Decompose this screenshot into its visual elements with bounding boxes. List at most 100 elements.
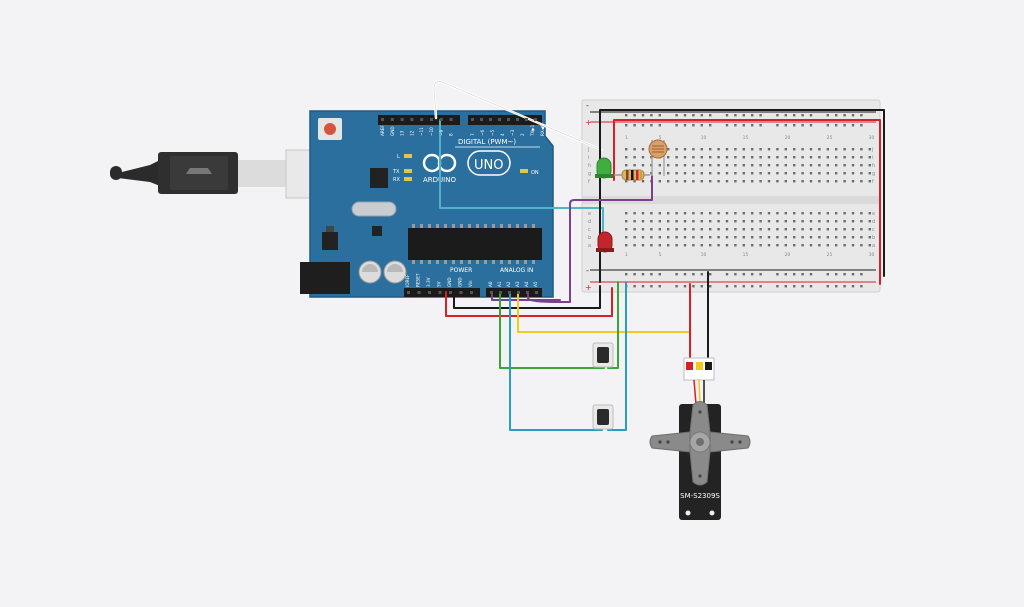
breadboard-hole[interactable] xyxy=(675,228,678,231)
breadboard-hole[interactable] xyxy=(793,114,796,117)
header-pin[interactable] xyxy=(516,118,519,121)
breadboard-hole[interactable] xyxy=(692,156,695,159)
breadboard-hole[interactable] xyxy=(759,114,762,117)
breadboard-hole[interactable] xyxy=(809,164,813,167)
header-pin[interactable] xyxy=(410,118,414,121)
breadboard-hole[interactable] xyxy=(625,180,628,183)
breadboard-hole[interactable] xyxy=(784,212,787,215)
breadboard-hole[interactable] xyxy=(641,180,645,183)
breadboard-hole[interactable] xyxy=(742,228,745,231)
breadboard-hole[interactable] xyxy=(801,180,804,183)
breadboard-hole[interactable] xyxy=(700,220,703,223)
breadboard-hole[interactable] xyxy=(667,244,670,247)
breadboard-hole[interactable] xyxy=(700,236,703,239)
breadboard-hole[interactable] xyxy=(751,228,754,231)
breadboard-hole[interactable] xyxy=(734,148,737,151)
push-button-1[interactable] xyxy=(592,342,614,368)
breadboard-hole[interactable] xyxy=(675,212,678,215)
breadboard-hole[interactable] xyxy=(683,124,687,127)
breadboard-hole[interactable] xyxy=(633,164,636,167)
breadboard-hole[interactable] xyxy=(826,273,829,276)
breadboard-hole[interactable] xyxy=(717,148,720,151)
breadboard-hole[interactable] xyxy=(843,172,846,175)
breadboard-hole[interactable] xyxy=(801,285,804,288)
breadboard-hole[interactable] xyxy=(633,273,636,276)
breadboard-hole[interactable] xyxy=(709,156,712,159)
breadboard-hole[interactable] xyxy=(742,236,745,239)
breadboard-hole[interactable] xyxy=(868,236,871,239)
breadboard-hole[interactable] xyxy=(784,273,787,276)
breadboard-hole[interactable] xyxy=(851,124,855,127)
breadboard-hole[interactable] xyxy=(641,114,645,117)
breadboard-hole[interactable] xyxy=(692,236,695,239)
breadboard-hole[interactable] xyxy=(835,273,838,276)
breadboard-hole[interactable] xyxy=(725,273,729,276)
breadboard-hole[interactable] xyxy=(784,114,787,117)
breadboard-hole[interactable] xyxy=(633,220,636,223)
breadboard-hole[interactable] xyxy=(625,164,628,167)
breadboard-hole[interactable] xyxy=(767,156,771,159)
breadboard-hole[interactable] xyxy=(851,220,855,223)
breadboard-hole[interactable] xyxy=(843,236,846,239)
breadboard-hole[interactable] xyxy=(784,236,787,239)
breadboard-hole[interactable] xyxy=(759,180,762,183)
breadboard-hole[interactable] xyxy=(759,172,762,175)
breadboard-hole[interactable] xyxy=(742,273,745,276)
breadboard-hole[interactable] xyxy=(793,273,796,276)
breadboard-hole[interactable] xyxy=(717,172,720,175)
breadboard-hole[interactable] xyxy=(734,236,737,239)
breadboard-hole[interactable] xyxy=(835,156,838,159)
breadboard-hole[interactable] xyxy=(742,212,745,215)
header-pin[interactable] xyxy=(417,291,421,294)
breadboard-hole[interactable] xyxy=(692,220,695,223)
breadboard-hole[interactable] xyxy=(633,180,636,183)
breadboard-hole[interactable] xyxy=(767,172,771,175)
breadboard-hole[interactable] xyxy=(641,273,645,276)
breadboard-hole[interactable] xyxy=(776,156,779,159)
breadboard-hole[interactable] xyxy=(751,285,754,288)
breadboard-hole[interactable] xyxy=(734,228,737,231)
breadboard-hole[interactable] xyxy=(658,212,661,215)
breadboard-hole[interactable] xyxy=(793,220,796,223)
breadboard-hole[interactable] xyxy=(709,228,712,231)
breadboard-hole[interactable] xyxy=(675,164,678,167)
wire-black-top[interactable] xyxy=(599,109,885,283)
breadboard-hole[interactable] xyxy=(868,156,871,159)
header-pin[interactable] xyxy=(535,291,538,294)
breadboard-hole[interactable] xyxy=(742,156,745,159)
breadboard-hole[interactable] xyxy=(776,172,779,175)
breadboard-hole[interactable] xyxy=(759,156,762,159)
breadboard-hole[interactable] xyxy=(826,172,829,175)
breadboard-hole[interactable] xyxy=(835,172,838,175)
header-pin[interactable] xyxy=(449,291,452,294)
breadboard-hole[interactable] xyxy=(641,228,645,231)
breadboard-hole[interactable] xyxy=(826,244,829,247)
breadboard-hole[interactable] xyxy=(843,114,846,117)
breadboard-hole[interactable] xyxy=(767,164,771,167)
breadboard-hole[interactable] xyxy=(751,156,754,159)
breadboard-hole[interactable] xyxy=(767,212,771,215)
breadboard-hole[interactable] xyxy=(683,220,687,223)
breadboard-hole[interactable] xyxy=(625,228,628,231)
breadboard-hole[interactable] xyxy=(709,114,712,117)
breadboard-hole[interactable] xyxy=(742,244,745,247)
breadboard-hole[interactable] xyxy=(793,285,796,288)
breadboard-hole[interactable] xyxy=(776,114,779,117)
breadboard-hole[interactable] xyxy=(826,228,829,231)
wire-cyan[interactable] xyxy=(439,119,604,233)
breadboard-hole[interactable] xyxy=(868,172,871,175)
breadboard-hole[interactable] xyxy=(734,172,737,175)
servo-motor[interactable]: SM-S2309S xyxy=(649,357,751,520)
breadboard-hole[interactable] xyxy=(709,164,712,167)
breadboard-hole[interactable] xyxy=(675,273,678,276)
breadboard-hole[interactable] xyxy=(633,124,636,127)
breadboard-hole[interactable] xyxy=(751,124,754,127)
breadboard-hole[interactable] xyxy=(633,236,636,239)
breadboard-hole[interactable] xyxy=(801,148,804,151)
breadboard-hole[interactable] xyxy=(717,164,720,167)
breadboard-hole[interactable] xyxy=(658,285,661,288)
breadboard-hole[interactable] xyxy=(809,285,813,288)
breadboard-hole[interactable] xyxy=(776,228,779,231)
breadboard-hole[interactable] xyxy=(641,212,645,215)
breadboard-hole[interactable] xyxy=(700,172,703,175)
